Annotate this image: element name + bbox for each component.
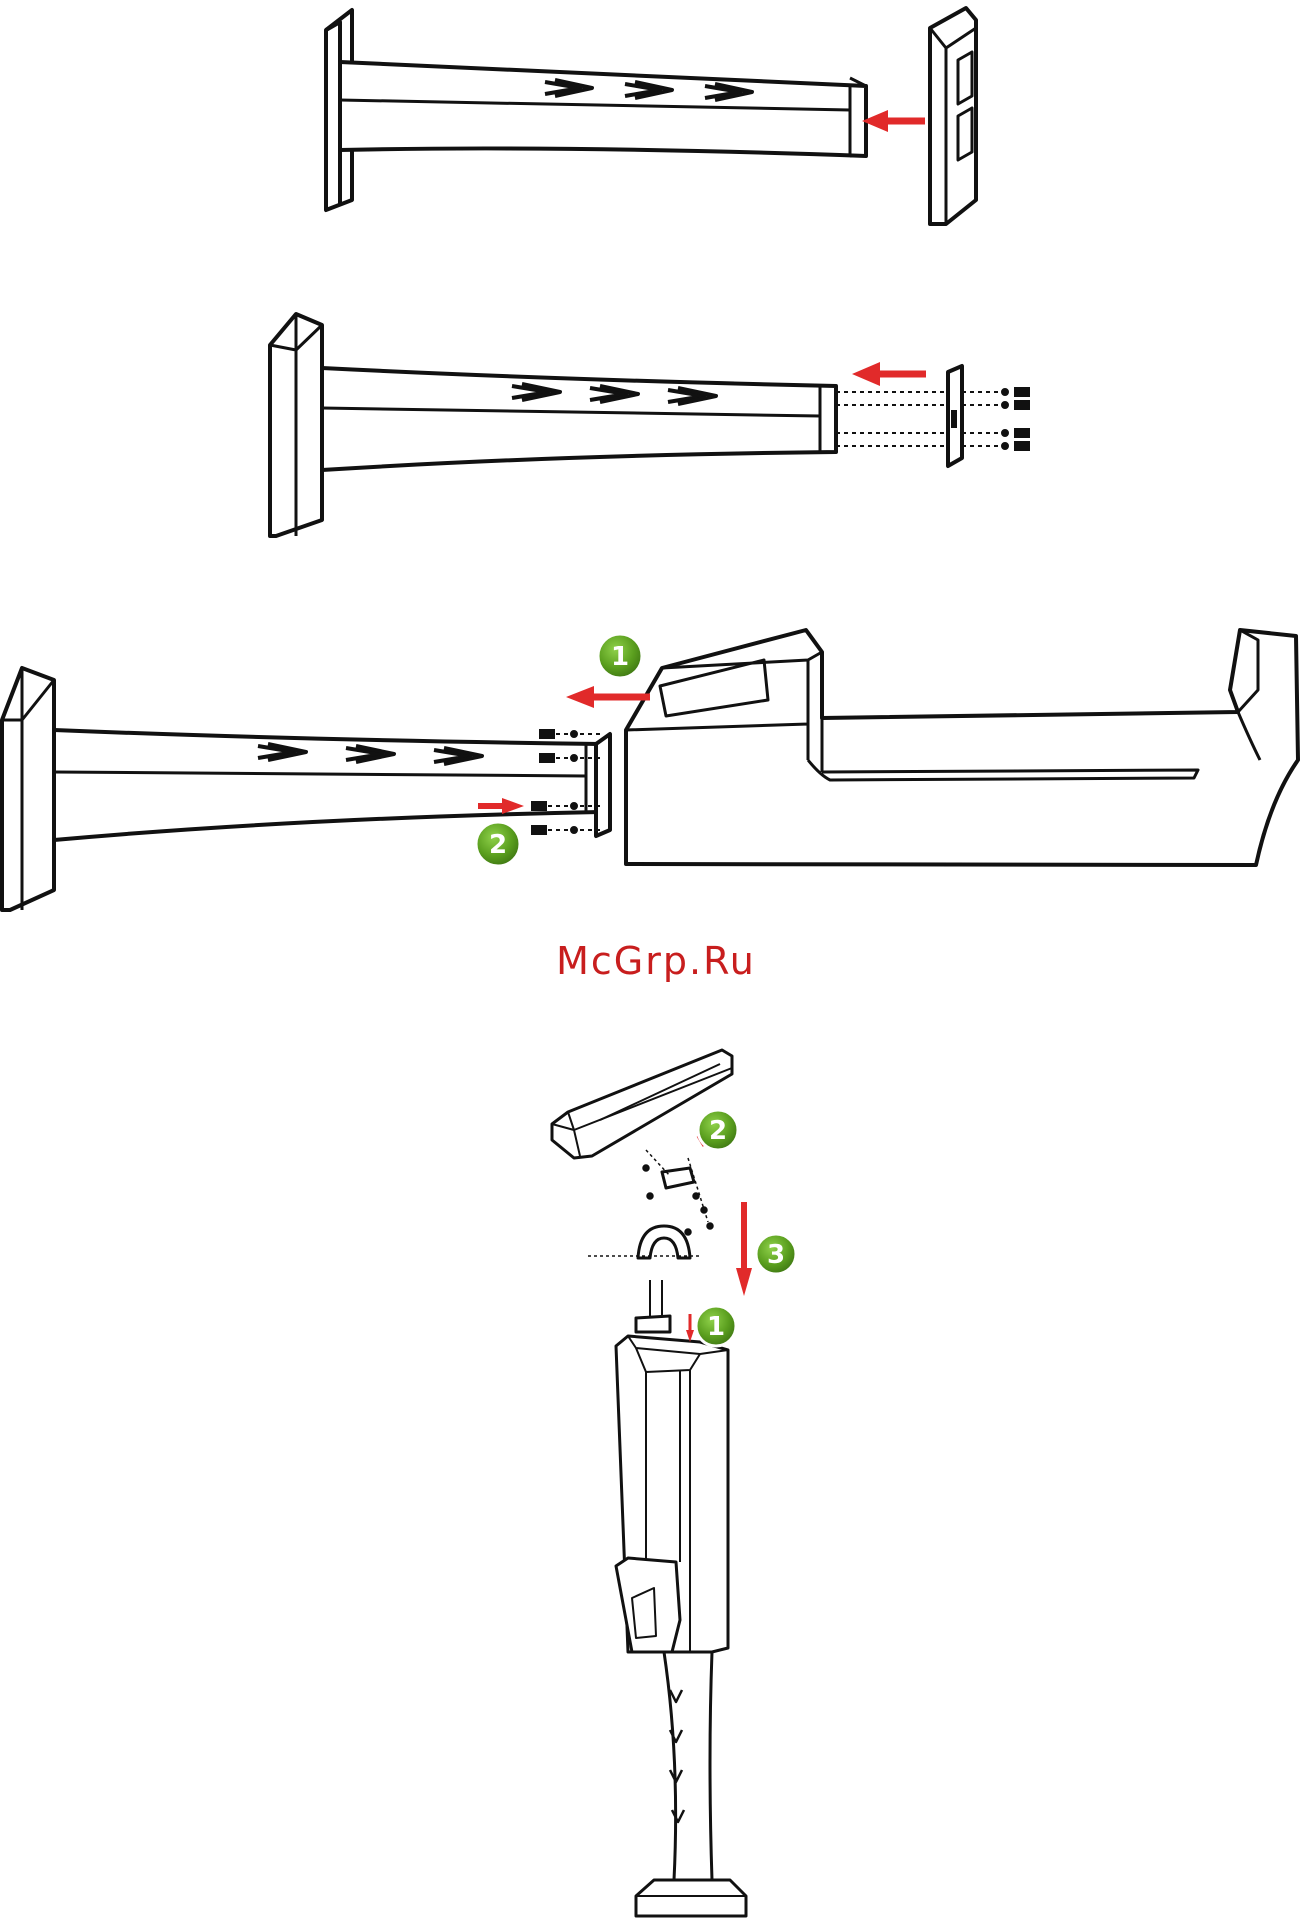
foot-base	[636, 1880, 746, 1916]
step-1-insert-arrow	[862, 110, 925, 132]
tapered-tube	[322, 368, 836, 470]
step-2-post-and-plate	[270, 314, 962, 536]
badge-label: 2	[489, 830, 507, 860]
upper-bracket	[662, 1168, 694, 1188]
left-end-cap	[2, 668, 54, 910]
step-4-badge-3: 3	[756, 1234, 796, 1274]
flange-plate	[596, 734, 610, 836]
tapered-tube	[54, 730, 600, 840]
step-3-badge-1: 1	[598, 634, 642, 678]
end-cap	[930, 8, 976, 224]
badge-label: 3	[767, 1240, 785, 1270]
step-4-badge-1: 1	[696, 1306, 736, 1346]
lower-bracket	[636, 1316, 670, 1332]
badge-label: 2	[709, 1116, 727, 1146]
lower-pole	[664, 1652, 712, 1880]
step-2-screws	[836, 388, 1029, 450]
watermark-text: McGrp.Ru	[556, 939, 756, 983]
display-housing	[616, 1558, 680, 1652]
small-screws	[643, 1150, 713, 1235]
badge-label: 1	[707, 1312, 725, 1342]
step-3-badge-2: 2	[476, 822, 520, 866]
step-3-post-and-base	[2, 630, 1298, 910]
u-clamp	[638, 1226, 690, 1258]
step-2-insert-arrow	[852, 362, 926, 386]
step-4-column-assembly	[552, 1050, 746, 1916]
badge-label: 1	[611, 642, 629, 672]
step-4-badge-2: 2	[698, 1110, 738, 1150]
